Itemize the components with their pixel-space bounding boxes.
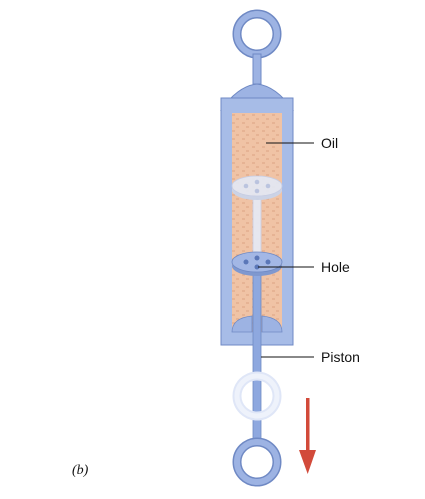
bottom-eyelet	[232, 437, 282, 487]
piston-label: Piston	[321, 349, 360, 365]
oil-label: Oil	[321, 135, 338, 151]
bottom-seal-right	[261, 315, 283, 333]
ghost-lower-eyelet	[232, 371, 282, 421]
ghost-piston	[231, 175, 283, 261]
panel-label: (b)	[72, 463, 89, 478]
hole-label: Hole	[321, 259, 350, 275]
piston-head	[231, 251, 283, 276]
top-eyelet	[232, 9, 282, 85]
bottom-seal-left	[231, 315, 253, 333]
downward-arrow-icon	[299, 398, 316, 474]
